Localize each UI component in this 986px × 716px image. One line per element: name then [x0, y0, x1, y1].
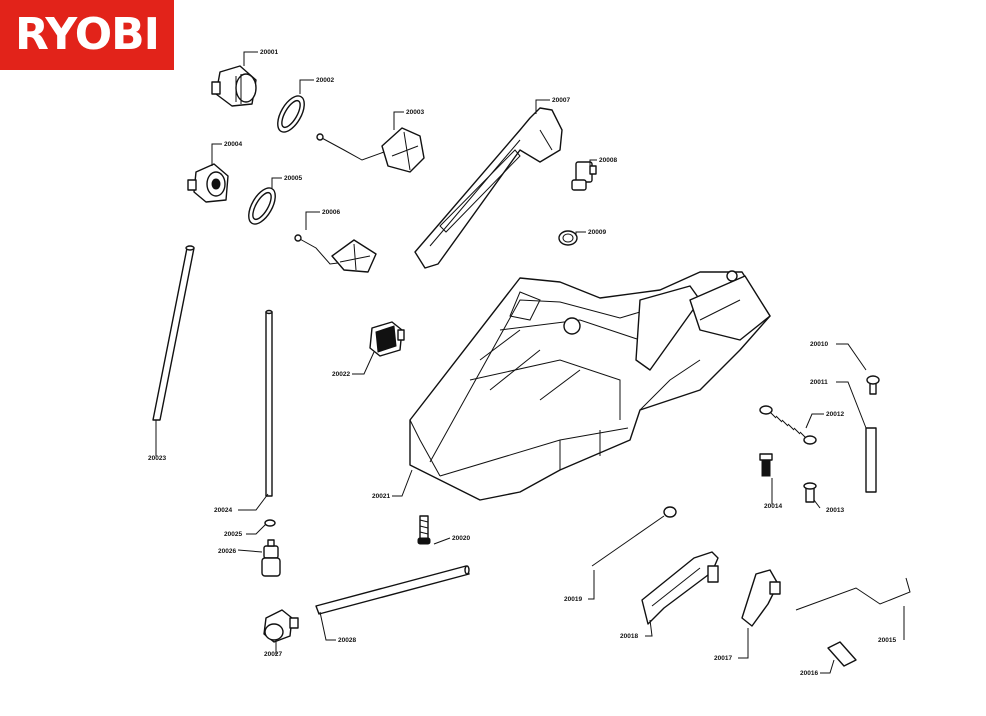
label-20006: 20006: [322, 209, 340, 216]
label-20002: 20002: [316, 77, 334, 84]
part-20004-cap: [187, 163, 229, 203]
label-20008: 20008: [599, 157, 617, 164]
label-20015: 20015: [878, 637, 896, 644]
label-20011: 20011: [810, 379, 828, 386]
ryobi-logo: RYOBI: [0, 0, 174, 70]
label-20018: 20018: [620, 633, 638, 640]
part-20024-rod: [265, 309, 273, 497]
part-20014-bolt: [759, 453, 773, 477]
part-20013-bolt: [803, 482, 817, 503]
part-20028-tube: [315, 565, 470, 615]
label-20016: 20016: [800, 670, 818, 677]
label-20019: 20019: [564, 596, 582, 603]
label-20027: 20027: [264, 651, 282, 658]
label-20023: 20023: [148, 455, 166, 462]
label-20007: 20007: [552, 97, 570, 104]
label-20021: 20021: [372, 493, 390, 500]
part-20017-trigger: [741, 569, 781, 627]
label-20003: 20003: [406, 109, 424, 116]
part-labels: 20001 20002 20003 20004 20005 20006 2000…: [148, 49, 896, 677]
part-20006-oil-filter: [294, 234, 377, 273]
part-20008-valve: [571, 161, 597, 191]
label-20012: 20012: [826, 411, 844, 418]
part-20019-cable: [591, 506, 677, 567]
label-20028: 20028: [338, 637, 356, 644]
part-20027-primer-bulb: [263, 609, 299, 643]
part-20023-rod: [152, 245, 195, 421]
label-20014: 20014: [764, 503, 782, 510]
part-20026-primer-body: [261, 539, 281, 577]
part-20025-clip: [264, 519, 276, 527]
label-20020: 20020: [452, 535, 470, 542]
label-20026: 20026: [218, 548, 236, 555]
part-20011-pin: [865, 427, 877, 493]
part-20010-screw: [866, 375, 880, 395]
part-20012-spring: [759, 405, 817, 445]
part-20018-throttle-lever: [641, 551, 719, 625]
label-20010: 20010: [810, 341, 828, 348]
label-20013: 20013: [826, 507, 844, 514]
leader-lines: [155, 51, 905, 674]
label-20001: 20001: [260, 49, 278, 56]
part-20016-pin: [827, 641, 857, 667]
part-20003-fuel-filter: [316, 127, 425, 173]
label-20017: 20017: [714, 655, 732, 662]
part-20020-bolt: [417, 515, 431, 545]
logo-text: RYOBI: [14, 9, 160, 60]
part-20005-gasket: [248, 187, 276, 225]
part-20022-switch: [369, 321, 405, 357]
label-20009: 20009: [588, 229, 606, 236]
part-20001-tank-cap: [211, 65, 257, 107]
label-20024: 20024: [214, 507, 232, 514]
part-20002-gasket: [277, 95, 305, 133]
label-20004: 20004: [224, 141, 242, 148]
label-20025: 20025: [224, 531, 242, 538]
label-20022: 20022: [332, 371, 350, 378]
label-20005: 20005: [284, 175, 302, 182]
part-20007-handle: [414, 107, 563, 269]
fuel-tank-housing: [409, 270, 771, 501]
part-20009-nut: [558, 230, 578, 246]
part-20015-wire-rod: [795, 577, 911, 611]
